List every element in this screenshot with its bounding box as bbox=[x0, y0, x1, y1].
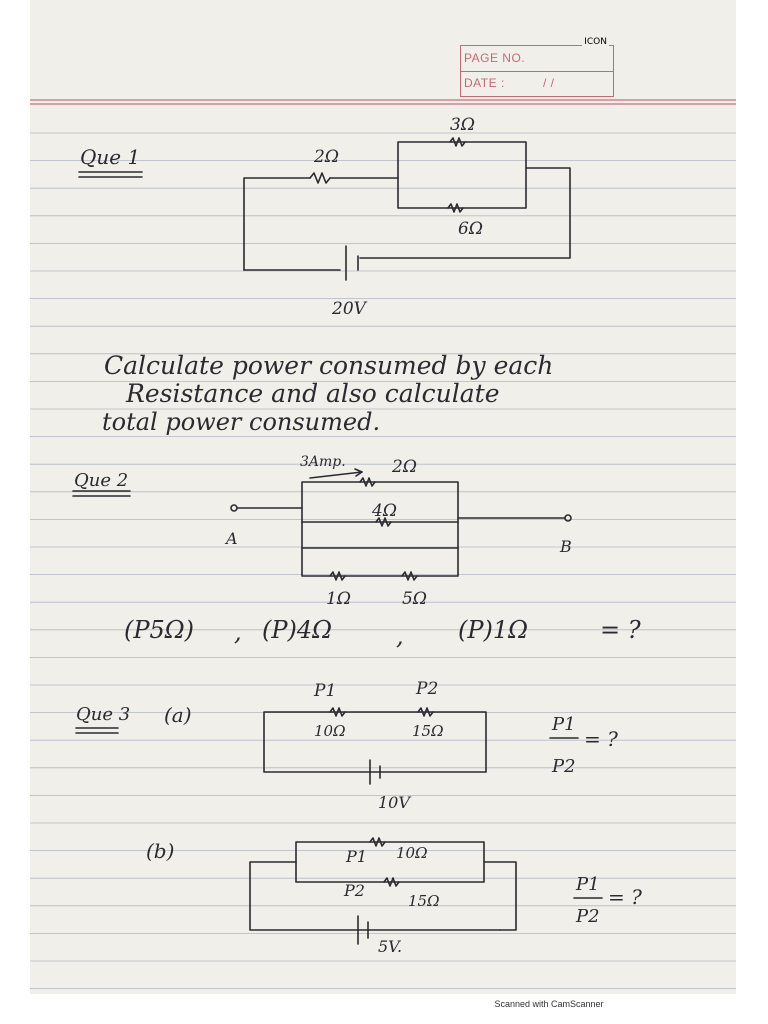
q1-text-line2: Resistance and also calculate bbox=[125, 379, 500, 408]
q3a-circuit bbox=[263, 707, 579, 785]
q3-part-a: (a) bbox=[164, 703, 192, 727]
q1-r3: 6Ω bbox=[458, 219, 483, 239]
page-no-field: PAGE NO. bbox=[461, 46, 613, 72]
q1-label: Que 1 bbox=[80, 145, 140, 169]
q2-r-bot-right: 5Ω bbox=[402, 589, 427, 609]
q3a-ratio-eq: = ? bbox=[584, 727, 618, 751]
q1-r2: 3Ω bbox=[450, 115, 475, 135]
q1-circuit bbox=[243, 137, 571, 281]
q2-circuit bbox=[230, 468, 572, 581]
page-no-label: PAGE NO. bbox=[464, 51, 526, 65]
scanner-watermark: Scanned with CamScanner bbox=[494, 999, 604, 1009]
q3a-r1: 10Ω bbox=[314, 722, 346, 740]
q3a-voltage: 10V bbox=[378, 793, 411, 812]
q3b-r2: 15Ω bbox=[408, 892, 440, 910]
handwritten-content: Que 1 2Ω 3Ω 6Ω 20V Calculate power consu… bbox=[72, 115, 642, 956]
q2-node-b: B bbox=[559, 537, 572, 556]
q1-voltage: 20V bbox=[331, 299, 368, 319]
q1-r1: 2Ω bbox=[313, 147, 339, 167]
q3-part-b: (b) bbox=[146, 839, 174, 863]
q3a-ratio-num: P1 bbox=[551, 714, 576, 735]
q2-r-bot-left: 1Ω bbox=[326, 589, 351, 609]
q3b-p1: P1 bbox=[345, 847, 367, 866]
date-field: DATE : / / bbox=[461, 71, 613, 96]
q1-text-line1: Calculate power consumed by each bbox=[104, 351, 553, 380]
q3a-p2: P2 bbox=[415, 679, 438, 699]
q2-expr-2: (P)4Ω bbox=[262, 616, 332, 644]
brand-tag: ICON bbox=[582, 37, 609, 47]
q2-expr-sep1: , bbox=[234, 618, 242, 646]
q3-label: Que 3 bbox=[76, 704, 130, 725]
q3b-p2: P2 bbox=[343, 881, 365, 900]
q2-expr-3: (P)1Ω bbox=[458, 616, 528, 644]
date-label: DATE : bbox=[464, 76, 505, 90]
q3b-ratio-den: P2 bbox=[575, 906, 600, 927]
q2-expr-1: (P5Ω) bbox=[124, 616, 194, 644]
q2-r-mid: 4Ω bbox=[371, 501, 397, 521]
q3b-ratio-eq: = ? bbox=[608, 885, 642, 909]
date-value: / / bbox=[543, 76, 555, 90]
q2-node-a: A bbox=[224, 529, 238, 548]
q2-label: Que 2 bbox=[74, 470, 128, 491]
q2-current: 3Amp. bbox=[300, 454, 346, 470]
q3b-circuit bbox=[249, 837, 603, 945]
q2-expr-eq: = ? bbox=[600, 616, 641, 644]
q3b-voltage: 5V. bbox=[378, 937, 402, 956]
q3b-ratio-num: P1 bbox=[575, 874, 600, 895]
q3a-r2: 15Ω bbox=[412, 722, 444, 740]
q1-text-line3: total power consumed. bbox=[102, 408, 380, 436]
q2-r-top: 2Ω bbox=[391, 457, 417, 477]
ruled-lines bbox=[30, 99, 736, 989]
q3a-ratio-den: P2 bbox=[551, 756, 576, 777]
q2-expr-sep2: , bbox=[396, 622, 404, 650]
notebook-page: ICON PAGE NO. DATE : / / bbox=[30, 0, 736, 994]
page-date-box: ICON PAGE NO. DATE : / / bbox=[460, 37, 614, 97]
q3a-p1: P1 bbox=[313, 681, 336, 701]
q3b-r1: 10Ω bbox=[396, 844, 428, 862]
